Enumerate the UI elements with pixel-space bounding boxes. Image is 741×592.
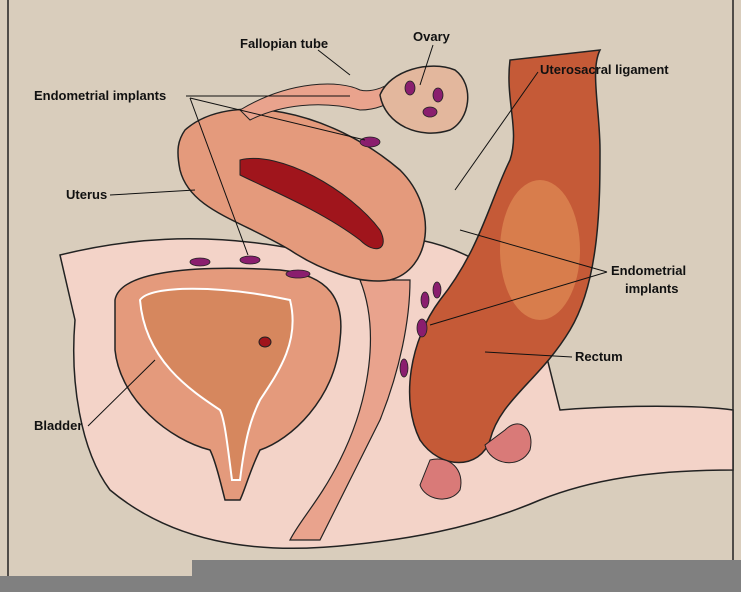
- label-uterosacral-ligament: Uterosacral ligament: [540, 62, 669, 77]
- label-rectum: Rectum: [575, 349, 623, 364]
- bladder-opening: [258, 336, 272, 348]
- anus-tissue: [484, 423, 532, 464]
- bladder-inner: [138, 287, 294, 481]
- label-endometrial-implants-top: Endometrial implants: [34, 88, 167, 103]
- label-fallopian-tube: Fallopian tube: [240, 36, 329, 51]
- label-bladder: Bladder: [34, 418, 83, 433]
- endometrial-implants: [189, 80, 444, 378]
- gray-overlay-bar-bottom: [0, 576, 741, 592]
- label-ovary: Ovary: [413, 29, 450, 44]
- leader-lines: [87, 44, 608, 427]
- label-uterus: Uterus: [66, 187, 108, 202]
- uterine-cavity: [239, 158, 384, 250]
- anus-tissue-lower: [419, 458, 462, 500]
- label-endometrial-implants-right-1: Endometrial: [611, 263, 687, 278]
- vagina: [289, 279, 411, 541]
- label-endometrial-implants-right-2: implants: [625, 281, 679, 296]
- ovary: [379, 65, 469, 134]
- rectum-highlight: [500, 180, 580, 320]
